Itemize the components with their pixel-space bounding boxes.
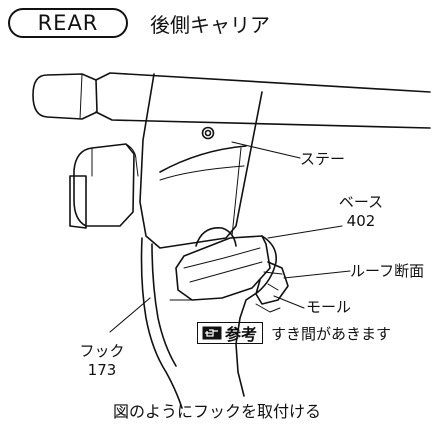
base-pad [175, 227, 271, 301]
callout-roof-section: ルーフ断面 [350, 262, 425, 280]
reference-tag-label: 参考 [225, 325, 258, 344]
callout-base-number: 402 [346, 212, 376, 230]
reference-tag: 参考 [197, 322, 264, 344]
figure-caption: 図のようにフックを取付ける [112, 402, 321, 421]
callout-hook-number: 173 [87, 361, 117, 379]
leader-lines [109, 141, 351, 333]
stay-bracket [139, 73, 263, 249]
reference-note: 参考 すき間があきます [197, 320, 391, 346]
callout-stay: ステー [300, 150, 346, 168]
hook-strap [140, 235, 278, 409]
roof-section [255, 261, 289, 313]
section-title: 後側キャリア [150, 13, 270, 37]
reference-note-text: すき間があきます [271, 324, 392, 343]
rear-badge: REAR [8, 8, 128, 38]
pointing-hand-icon [202, 326, 222, 340]
callout-hook-name: フック [79, 342, 125, 360]
callout-base: ベース 402 [338, 191, 384, 230]
side-housing [69, 143, 139, 229]
callout-base-name: ベース [338, 193, 384, 211]
callout-mall: モール [306, 298, 352, 316]
crossbar-pipe [32, 72, 431, 129]
callout-hook: フック 173 [76, 340, 128, 379]
